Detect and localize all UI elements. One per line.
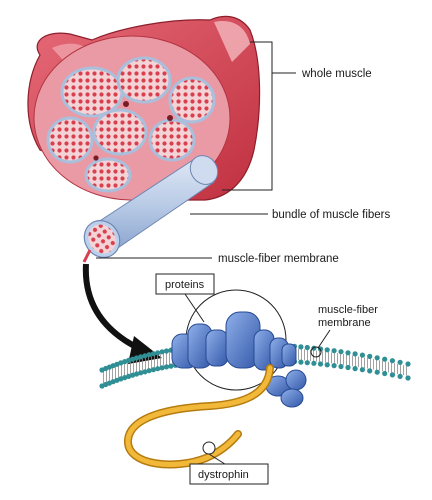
lipid-head [359,367,365,373]
lipid-head [150,367,156,373]
lipid-head [359,352,365,358]
label-bundle-of-muscle-fibers: bundle of muscle fibers [272,209,391,221]
lipid-head [134,355,140,361]
lipid-head [163,348,170,354]
whole-muscle-illustration [27,15,261,201]
muscle-fiber-bundle-illustration [82,155,219,263]
lipid-head [122,375,128,381]
lipid-head [155,366,161,372]
label-muscle-fiber-membrane-top: muscle-fiber membrane [218,253,339,265]
lipid-head [374,355,380,361]
lipid-head [168,363,174,369]
lipid-head [352,366,358,372]
dystrophin-label-box [189,463,269,485]
lipid-head [397,373,403,379]
whole-muscle-bracket [222,41,296,191]
lipid-head [114,377,120,383]
label-proteins: proteins [165,279,205,291]
label-whole-muscle: whole muscle [301,68,372,80]
label-dystrophin: dystrophin [198,469,249,481]
lipid-head [331,363,337,369]
lipid-head [345,350,351,356]
lipid-head [126,357,132,363]
lipid-head [114,361,120,367]
lipid-head [317,361,324,367]
lipid-head [130,372,136,378]
lipid-head [382,370,388,377]
lipid-head [159,349,165,355]
lipid-head [405,361,411,367]
lipid-head [331,348,337,354]
lipid-head [298,344,304,350]
lipid-head [324,362,330,368]
protein-complex-illustration [171,311,307,408]
lipid-head [142,353,148,359]
lipid-head [311,360,317,366]
lipid-head [155,350,161,356]
lipid-head [126,373,132,379]
lipid-head [367,368,373,374]
lipid-head [405,375,411,381]
lipid-head [134,371,140,377]
lipid-head [138,370,144,376]
lipid-head [397,359,403,365]
lipid-head [142,369,148,375]
lipid-head [146,352,152,358]
lipid-head [352,351,358,357]
lipid-head [382,356,388,362]
lipid-head [345,364,351,371]
lipid-head [374,369,380,375]
lipid-head [159,365,165,371]
lipid-head [338,363,344,370]
lipid-head [298,359,304,365]
lipid-head [304,360,310,366]
lipid-head [389,372,395,378]
lipid-head [130,356,136,362]
lipid-head [304,344,310,351]
lipid-head [367,353,373,359]
fascicle-group [46,56,216,193]
lipid-head [150,351,156,357]
lipid-head [138,354,144,360]
lipid-head [338,349,344,355]
lipid-head [389,358,395,364]
zoom-arrow [82,263,144,353]
lipid-head [122,359,128,365]
lipid-head [146,368,152,374]
lipid-head [163,364,170,370]
label-muscle-fiber-membrane-side-1: muscle-fiber [318,304,378,316]
lipid-head [324,347,330,353]
label-muscle-fiber-membrane-side-2: membrane [318,317,371,329]
